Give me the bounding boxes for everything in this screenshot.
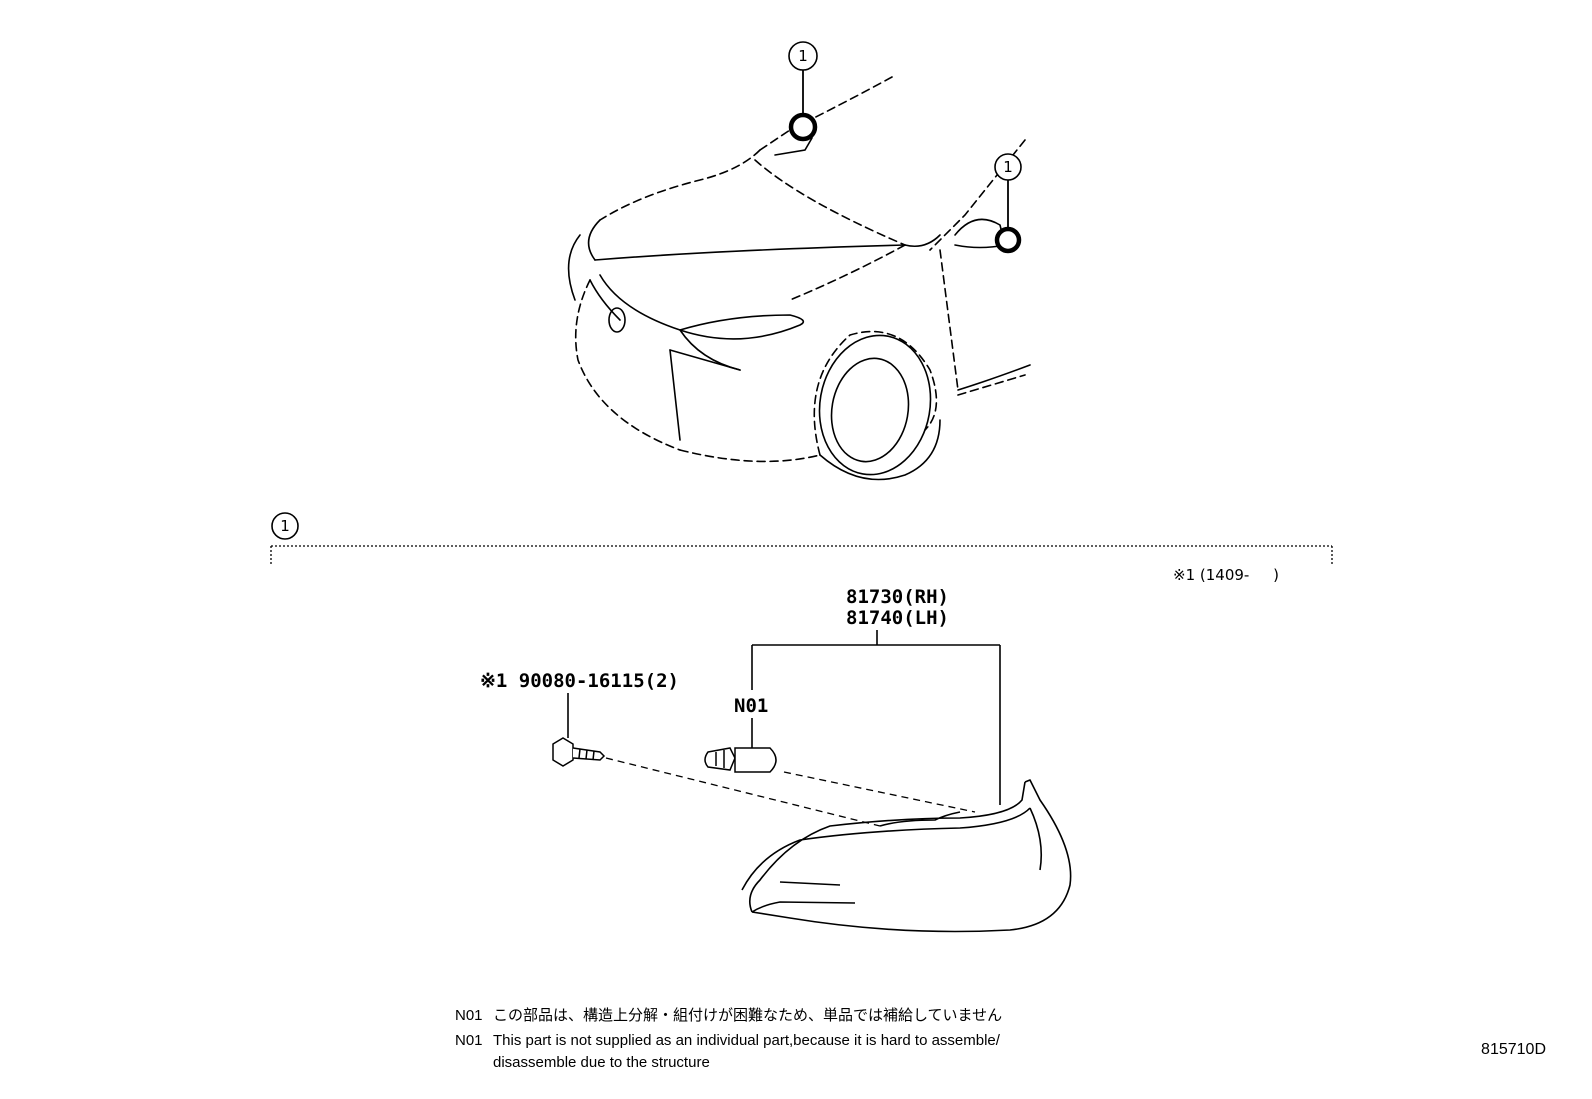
callout-marker-top-right[interactable]: 1 xyxy=(994,153,1022,254)
note-text: This part is not supplied as an individu… xyxy=(493,1032,1000,1049)
note-line-en-continued: disassemble due to the structure xyxy=(455,1052,710,1074)
callout-number: 1 xyxy=(798,47,808,65)
callout-marker-top-left[interactable]: 1 xyxy=(788,41,818,142)
note-line-en: N01 This part is not supplied as an indiv… xyxy=(455,1030,1000,1052)
note-line-ja: N01 この部品は、構造上分解・組付けが困難なため、単品では補給していません xyxy=(455,1005,1002,1027)
part-number-lh[interactable]: 81740(LH) xyxy=(846,607,949,629)
note-text: この部品は、構造上分解・組付けが困難なため、単品では補給していません xyxy=(493,1007,1003,1024)
screw-icon xyxy=(552,737,606,767)
lamp-housing-icon xyxy=(741,779,1072,933)
note-code: N01 xyxy=(455,1032,483,1049)
bulb-icon xyxy=(704,747,777,773)
applicability-range-note: ※1 (1409- ) xyxy=(1173,566,1279,584)
screw-part-number[interactable]: ※1 90080-16115(2) xyxy=(480,670,679,692)
note-code: N01 xyxy=(455,1007,483,1024)
bulb-note-ref[interactable]: N01 xyxy=(734,695,768,717)
section-callout-number: 1 xyxy=(280,517,290,535)
section-bracket: 1 xyxy=(270,512,1333,566)
part-number-rh[interactable]: 81730(RH) xyxy=(846,586,949,608)
note-text: disassemble due to the structure xyxy=(493,1054,710,1071)
callout-circle-icon xyxy=(271,512,299,540)
callout-number: 1 xyxy=(1003,158,1013,176)
diagram-id: 815710D xyxy=(1481,1041,1546,1058)
car-front-icon xyxy=(567,76,1031,481)
